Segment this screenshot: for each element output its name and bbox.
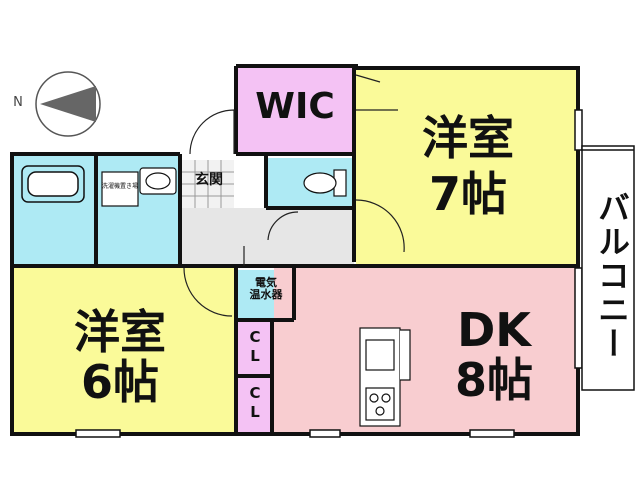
- entrance-label: 玄関: [195, 172, 223, 188]
- dk-name: DK: [457, 303, 531, 357]
- toilet: [303, 169, 347, 197]
- windows: [75, 109, 583, 438]
- room-western-6-fill: [14, 268, 236, 432]
- room-western-7-fill: [356, 68, 578, 266]
- compass-north-label: N: [13, 95, 23, 110]
- wic-label: WIC: [255, 86, 335, 127]
- closet-2-fill: [238, 378, 272, 432]
- entrance-tiles: [182, 160, 234, 208]
- walls: [10, 64, 580, 436]
- room-western-7-size: 7帖: [428, 167, 507, 221]
- balcony-label: バルコニー: [593, 191, 631, 361]
- closet-1-fill: [238, 322, 272, 374]
- room-western-6-size: 6帖: [80, 355, 159, 409]
- water-heater-label: 電気 温水器: [249, 276, 283, 301]
- dk-size: 8帖: [454, 353, 533, 407]
- room-western-6-name: 洋室: [74, 305, 166, 359]
- doors: [183, 74, 405, 317]
- washer-label: 洗濯機置き場: [101, 183, 138, 190]
- balcony: [581, 145, 635, 391]
- bathtub: [21, 165, 85, 203]
- closet-2-label: C L: [249, 384, 261, 421]
- wic-fill: [236, 66, 354, 154]
- kitchen: [359, 327, 411, 427]
- washbasin: [101, 167, 177, 207]
- dk-fill: [274, 268, 578, 432]
- room-western-7-name: 洋室: [422, 111, 514, 165]
- closet-1-label: C L: [249, 328, 261, 365]
- compass-icon: [35, 71, 101, 137]
